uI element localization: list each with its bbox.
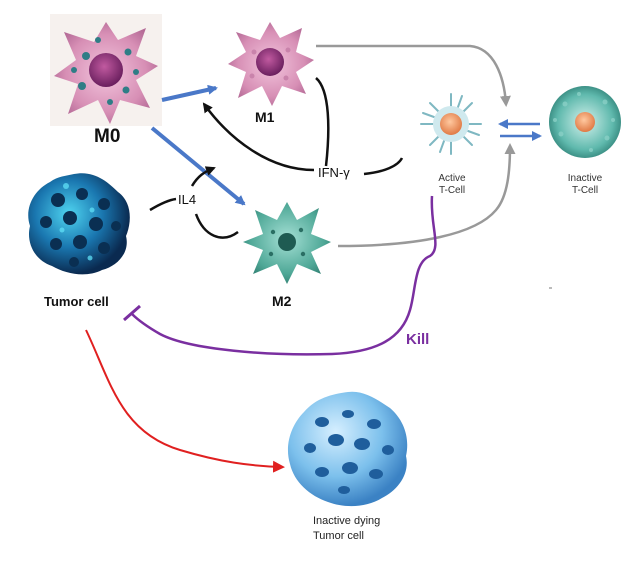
arrow-tumor-il4 (149, 197, 177, 212)
ifn-gamma-label: IFN-γ (318, 165, 350, 180)
arrow-tumor-to-dying (85, 329, 285, 473)
il4-label: IL4 (178, 192, 197, 207)
active-t-cell-label-line1: Active (438, 173, 466, 184)
active-t-cell-label-line2: T-Cell (438, 185, 466, 196)
active-t-cell-icon (420, 93, 482, 155)
inactive-t-cell-label: Inactive T-Cell (560, 173, 610, 197)
dying-tumor-label: Inactive dying Tumor cell (313, 514, 380, 544)
dying-tumor-cell-icon (287, 391, 408, 507)
dying-tumor-label-line2: Tumor cell (313, 530, 364, 542)
inhibit-bar (123, 304, 141, 322)
tumor-label: Tumor cell (44, 294, 109, 309)
inhibit-kill-tumor (131, 195, 437, 356)
inactive-t-cell-label-line1: Inactive (567, 173, 603, 184)
m2-label: M2 (272, 293, 292, 309)
m2-cell-icon (243, 202, 331, 284)
arrow-m1-to-tcell (316, 44, 511, 107)
arrow-il4-to-m2 (194, 213, 239, 239)
active-t-cell-label: Active T-Cell (432, 173, 472, 197)
arrow-m2-to-tcell (337, 143, 516, 248)
inactive-t-cell-label-line2: T-Cell (571, 185, 599, 196)
m1-label: M1 (255, 109, 275, 125)
m0-label: M0 (94, 126, 121, 147)
tumor-cell-icon (28, 173, 130, 275)
inactive-t-cell-icon (549, 86, 621, 158)
m0-cell-icon (50, 14, 162, 126)
kill-label: Kill (406, 331, 430, 348)
arrow-m1-ifn (315, 77, 330, 167)
arrow-il4-up (190, 166, 216, 187)
arrow-m0-to-m1 (161, 84, 218, 102)
dying-tumor-label-line1: Inactive dying (313, 515, 381, 527)
arrow-tcell-ifn (363, 157, 404, 176)
arrow-ifn-to-m1 (202, 102, 315, 172)
arrow-m0-to-m2 (150, 126, 246, 206)
m1-cell-icon (228, 22, 314, 106)
